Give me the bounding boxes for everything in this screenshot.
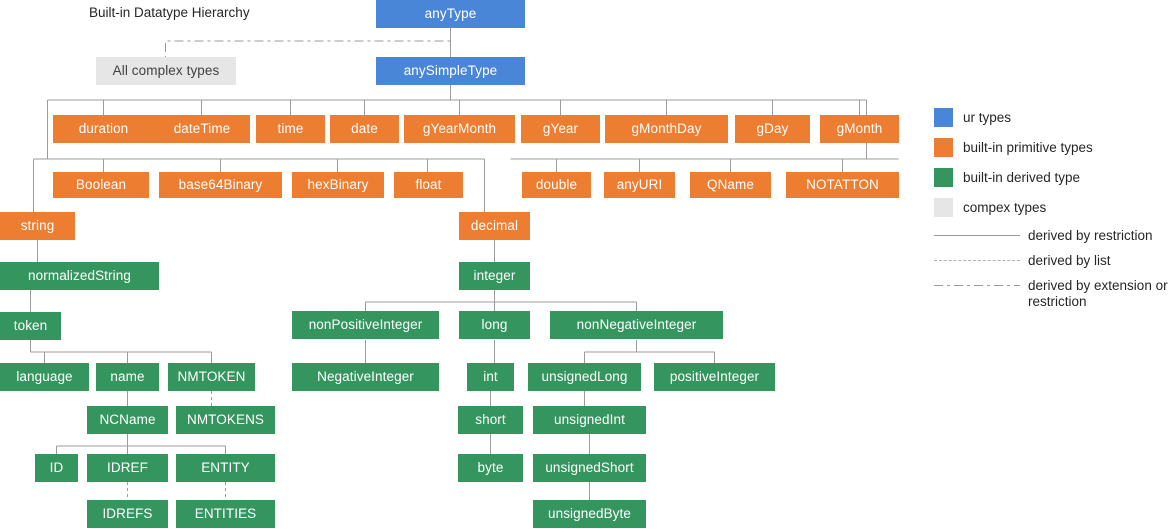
node-double[interactable]: double [522,172,591,198]
legend-line-styles: derived by restriction derived by list d… [934,228,1174,319]
node-long[interactable]: long [459,311,530,339]
legend-label-complex-types: compex types [963,200,1047,215]
legend-label-derived-by-extension-or-restriction: derived by extension or restriction [1028,278,1168,309]
node-date-time[interactable]: dateTime [154,115,250,143]
legend-swatch-ur-types [934,108,953,127]
legend-item-derived-by-restriction: derived by restriction [934,228,1174,244]
node-all-complex-types[interactable]: All complex types [96,57,236,85]
node-float[interactable]: float [394,172,463,198]
node-base64-binary[interactable]: base64Binary [159,172,282,198]
node-name[interactable]: name [96,363,159,391]
legend-label-derived-by-restriction: derived by restriction [1028,228,1153,243]
node-entities[interactable]: ENTITIES [176,500,275,528]
node-nmtoken[interactable]: NMTOKEN [168,363,255,391]
node-g-day[interactable]: gDay [735,115,810,143]
node-qname[interactable]: QName [690,172,771,198]
node-unsigned-long[interactable]: unsignedLong [528,363,641,391]
node-any-uri[interactable]: anyURI [604,172,675,198]
legend-item-derived-by-extension-or-restriction: derived by extension or restriction [934,278,1174,310]
node-idref[interactable]: IDREF [87,454,168,482]
node-unsigned-int[interactable]: unsignedInt [533,406,646,434]
node-entity[interactable]: ENTITY [176,454,275,482]
legend-item-derived-by-list: derived by list [934,253,1174,269]
node-ncname[interactable]: NCName [87,406,168,434]
node-integer[interactable]: integer [459,262,530,290]
node-hex-binary[interactable]: hexBinary [292,172,384,198]
legend-line-dashdot-icon [934,278,1020,294]
node-string[interactable]: string [0,212,75,240]
node-int[interactable]: int [467,363,514,391]
node-normalized-string[interactable]: normalizedString [0,262,159,290]
node-negative-integer[interactable]: NegativeInteger [292,363,439,391]
node-g-year[interactable]: gYear [521,115,600,143]
node-byte[interactable]: byte [458,454,523,482]
node-any-simple-type[interactable]: anySimpleType [376,57,525,85]
node-date[interactable]: date [330,115,399,143]
legend-item-complex-types: compex types [934,198,1174,217]
legend-label-derived-by-list: derived by list [1028,253,1111,268]
legend-item-primitive-types: built-in primitive types [934,138,1174,157]
legend-label-derived-types: built-in derived type [963,170,1081,185]
node-language[interactable]: language [0,363,89,391]
legend-label-primitive-types: built-in primitive types [963,140,1093,155]
node-g-month[interactable]: gMonth [820,115,899,143]
legend-swatches: ur types built-in primitive types built-… [934,108,1174,228]
node-duration[interactable]: duration [53,115,154,143]
legend-swatch-primitive-types [934,138,953,157]
legend-line-solid-icon [934,228,1020,244]
node-unsigned-byte[interactable]: unsignedByte [533,500,646,528]
node-boolean[interactable]: Boolean [53,172,149,198]
node-non-negative-integer[interactable]: nonNegativeInteger [550,311,723,339]
node-positive-integer[interactable]: positiveInteger [654,363,775,391]
legend-line-dotted-icon [934,253,1020,269]
legend-swatch-complex-types [934,198,953,217]
legend-item-derived-types: built-in derived type [934,168,1174,187]
node-short[interactable]: short [458,406,523,434]
legend-label-ur-types: ur types [963,110,1012,125]
node-token[interactable]: token [0,312,61,340]
node-nmtokens[interactable]: NMTOKENS [176,406,275,434]
node-id[interactable]: ID [35,454,78,482]
node-g-year-month[interactable]: gYearMonth [404,115,515,143]
node-g-month-day[interactable]: gMonthDay [605,115,728,143]
node-any-type[interactable]: anyType [376,0,525,28]
node-decimal[interactable]: decimal [459,212,530,240]
node-non-positive-integer[interactable]: nonPositiveInteger [292,311,439,339]
legend-item-ur-types: ur types [934,108,1174,127]
node-idrefs[interactable]: IDREFS [87,500,168,528]
node-unsigned-short[interactable]: unsignedShort [533,454,646,482]
legend-swatch-derived-types [934,168,953,187]
node-time[interactable]: time [256,115,325,143]
node-notation[interactable]: NOTATTON [786,172,899,198]
diagram-title: Built-in Datatype Hierarchy [89,5,250,20]
